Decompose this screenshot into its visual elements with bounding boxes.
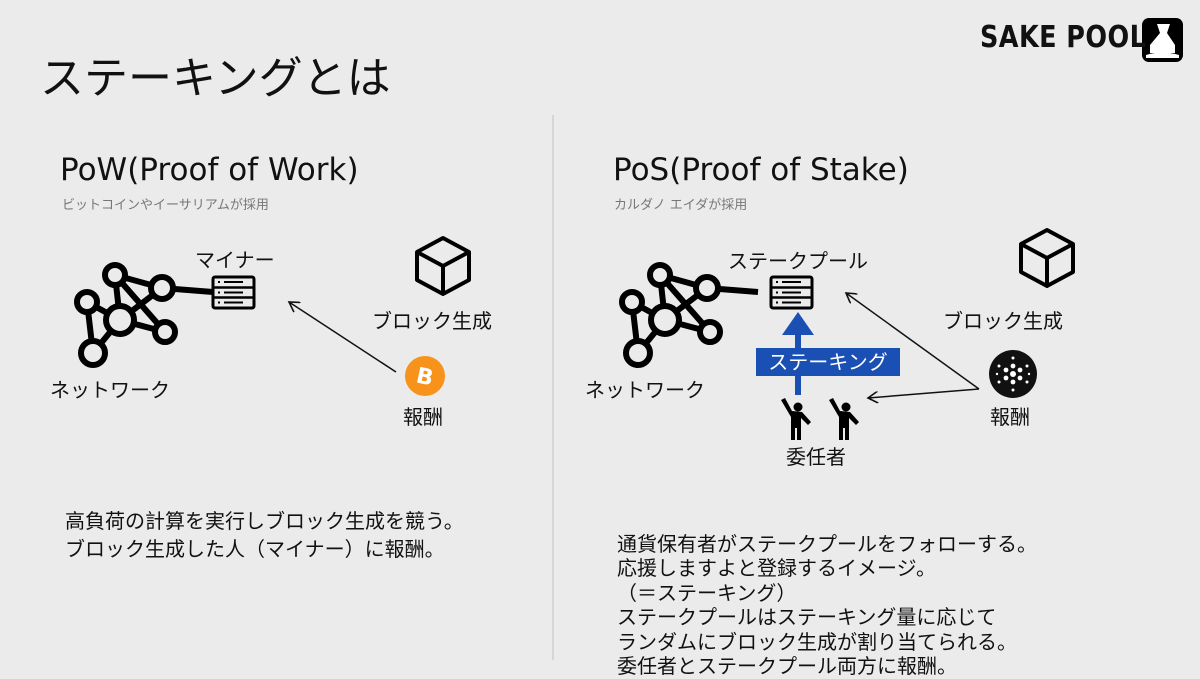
miner-label: マイナー — [195, 248, 275, 272]
server-icon — [211, 275, 256, 310]
description-line: 高負荷の計算を実行しブロック生成を競う。 — [65, 509, 464, 533]
pow-heading: PoW(Proof of Work) — [60, 152, 359, 188]
sake-bottle-icon — [1142, 18, 1183, 62]
reward-arrow-pool — [846, 293, 980, 390]
description-line: 応援しますよと登録するイメージ。 — [617, 556, 936, 580]
pow-description: 高負荷の計算を実行しブロック生成を競う。ブロック生成した人（マイナー）に報酬。 — [65, 507, 464, 563]
description-line: 委任者とステークプール両方に報酬。 — [617, 654, 957, 678]
staking-label: ステーキング — [756, 348, 900, 376]
description-line: ブロック生成した人（マイナー）に報酬。 — [65, 537, 445, 561]
stake-pool-label: ステークプール — [728, 249, 868, 273]
bitcoin-icon: B — [405, 356, 445, 396]
delegator-person-icon — [829, 398, 859, 440]
reward-arrow-delegators — [868, 388, 980, 398]
network-icon — [622, 265, 758, 365]
description-line: ステークプールはステーキング量に応じて — [617, 605, 997, 629]
block-cube-icon — [1019, 228, 1075, 288]
pos-description: 通貨保有者がステークプールをフォローする。応援しますよと登録するイメージ。（＝ス… — [617, 507, 1037, 679]
description-line: 通貨保有者がステークプールをフォローする。 — [617, 531, 1037, 556]
reward-arrow — [289, 302, 397, 373]
cardano-icon — [989, 350, 1037, 398]
block-label: ブロック生成 — [372, 309, 492, 333]
network-label: ネットワーク — [585, 378, 705, 402]
pos-heading: PoS(Proof of Stake) — [613, 152, 909, 188]
delegator-person-icon — [781, 398, 811, 440]
logo-text: SAKE POOL — [980, 20, 1147, 55]
pos-subtitle: カルダノ エイダが採用 — [614, 198, 748, 213]
description-line: （＝ステーキング） — [617, 580, 797, 605]
description-line: ランダムにブロック生成が割り当てられる。 — [617, 629, 1017, 654]
network-icon — [77, 265, 213, 365]
reward-label: 報酬 — [990, 405, 1030, 429]
page-title: ステーキングとは — [40, 53, 391, 104]
svg-text:B: B — [414, 363, 436, 391]
network-label: ネットワーク — [50, 378, 170, 402]
pow-subtitle: ビットコインやイーサリアムが採用 — [62, 198, 269, 213]
block-label: ブロック生成 — [943, 309, 1063, 333]
delegator-label: 委任者 — [786, 445, 846, 469]
stake-pool-server-icon — [769, 275, 814, 310]
reward-label: 報酬 — [403, 405, 443, 429]
block-cube-icon — [415, 236, 471, 296]
